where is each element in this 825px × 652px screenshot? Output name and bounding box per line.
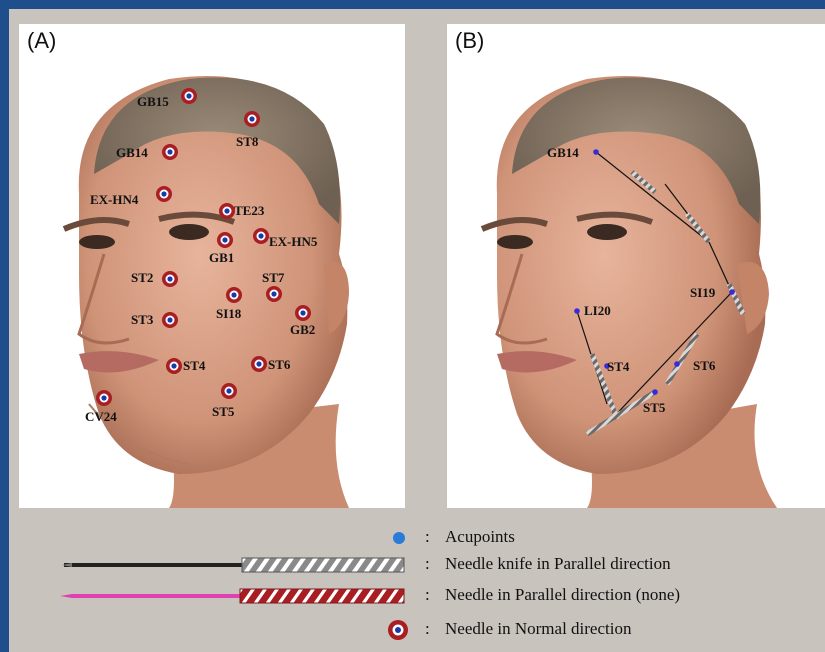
legend-row-needle-parallel: : Needle in Parallel direction (none) <box>0 584 825 608</box>
point-label-gb1: GB1 <box>209 250 234 265</box>
point-label-st5: ST5 <box>643 400 666 415</box>
legend-colon: : <box>425 585 430 605</box>
legend-row-acupoints: : Acupoints <box>0 526 825 550</box>
needle-normal-icon <box>386 618 410 642</box>
point-label-st5: ST5 <box>212 404 235 419</box>
needle-normal-marker-gb14 <box>162 144 178 160</box>
legend-row-needle-normal: : Needle in Normal direction <box>0 618 825 642</box>
needle-normal-marker-st4 <box>166 358 182 374</box>
needle-normal-marker-si18 <box>226 287 242 303</box>
acupoint-dot-st6 <box>674 361 680 367</box>
acupoint-dot-st5 <box>652 389 658 395</box>
acupoint-dot-si19 <box>729 289 735 295</box>
legend-colon: : <box>425 554 430 574</box>
point-label-gb14: GB14 <box>547 145 579 160</box>
panel-a-label: (A) <box>27 28 56 54</box>
point-label-st6: ST6 <box>693 358 716 373</box>
point-label-ex-hn4: EX-HN4 <box>90 192 139 207</box>
point-label-st6: ST6 <box>268 357 291 372</box>
point-label-st7: ST7 <box>262 270 285 285</box>
acupoint-dot-li20 <box>574 308 580 314</box>
point-label-st2: ST2 <box>131 270 153 285</box>
legend-label: Needle knife in Parallel direction <box>445 554 671 574</box>
point-label-gb14: GB14 <box>116 145 148 160</box>
right-eye <box>169 224 209 240</box>
point-label-ex-hn5: EX-HN5 <box>269 234 318 249</box>
needle-normal-marker-gb1 <box>217 232 233 248</box>
needle-normal-marker-st7 <box>266 286 282 302</box>
needle-normal-marker-ex-hn5 <box>253 228 269 244</box>
panel-b-label: (B) <box>455 28 484 54</box>
needle-normal-marker-ex-hn4 <box>156 186 172 202</box>
left-eye <box>497 235 533 249</box>
needle-normal-marker-st6 <box>251 356 267 372</box>
legend-label: Needle in Normal direction <box>445 619 631 639</box>
legend-label: Acupoints <box>445 527 515 547</box>
legend-colon: : <box>425 619 430 639</box>
needle-normal-marker-cv24 <box>96 390 112 406</box>
point-label-te23: TE23 <box>234 203 265 218</box>
needle-normal-marker-st2 <box>162 271 178 287</box>
point-label-si18: SI18 <box>216 306 242 321</box>
point-label-st4: ST4 <box>607 359 630 374</box>
point-label-gb15: GB15 <box>137 94 169 109</box>
needle-normal-marker-gb15 <box>181 88 197 104</box>
point-label-li20: LI20 <box>584 303 611 318</box>
needle-knife-icon <box>62 557 406 573</box>
legend: : Acupoints : Needle knife in Parallel d… <box>0 508 825 652</box>
needle-normal-marker-st5 <box>221 383 237 399</box>
needle-normal-marker-gb2 <box>295 305 311 321</box>
needle-normal-marker-st8 <box>244 111 260 127</box>
acupoint-dot-icon <box>392 531 406 545</box>
needle-normal-marker-st3 <box>162 312 178 328</box>
left-eye <box>79 235 115 249</box>
point-label-st4: ST4 <box>183 358 206 373</box>
right-eye <box>587 224 627 240</box>
point-label-st8: ST8 <box>236 134 259 149</box>
needle-normal-marker-te23 <box>219 203 235 219</box>
needle-parallel-icon <box>60 588 406 604</box>
legend-colon: : <box>425 527 430 547</box>
acupoint-dot-gb14 <box>593 149 599 155</box>
point-label-cv24: CV24 <box>85 409 117 424</box>
point-label-gb2: GB2 <box>290 322 315 337</box>
point-label-si19: SI19 <box>690 285 716 300</box>
point-label-st3: ST3 <box>131 312 154 327</box>
legend-row-needle-knife: : Needle knife in Parallel direction <box>0 553 825 577</box>
legend-label: Needle in Parallel direction (none) <box>445 585 680 605</box>
